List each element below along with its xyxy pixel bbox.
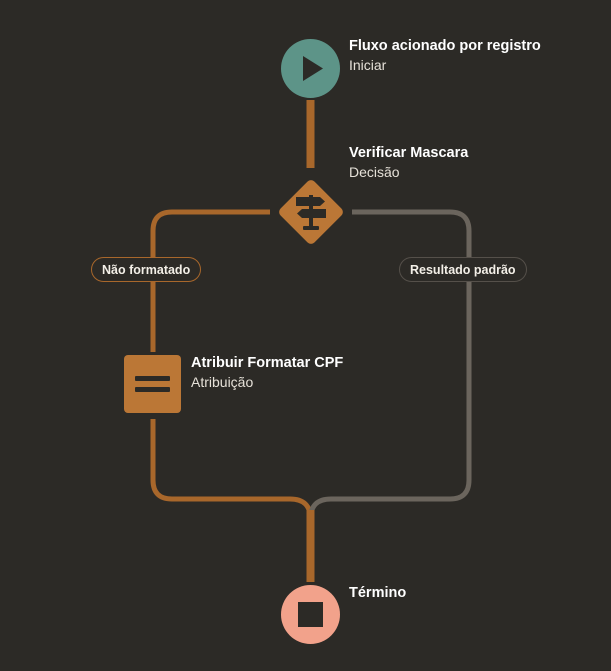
decision-node-subtitle: Decisão xyxy=(349,164,400,180)
assignment-node-title: Atribuir Formatar CPF xyxy=(191,355,344,371)
connector-right-branch[interactable] xyxy=(308,209,472,520)
assignment-node[interactable] xyxy=(124,355,181,413)
decision-node-title: Verificar Mascara xyxy=(349,145,469,161)
equals-icon xyxy=(124,355,181,413)
branch-label-resultado-padrao[interactable]: Resultado padrão xyxy=(399,257,527,282)
decision-node-label: Verificar Mascara Decisão xyxy=(349,144,468,182)
end-node-title: Término xyxy=(349,585,407,601)
connector-left-branch-top[interactable] xyxy=(150,209,270,352)
connector-left-branch-bottom[interactable] xyxy=(150,419,313,520)
start-node[interactable] xyxy=(281,39,340,98)
decision-node[interactable] xyxy=(270,171,352,253)
assignment-node-label: Atribuir Formatar CPF Atribuição xyxy=(191,354,343,392)
start-node-title: Fluxo acionado por registro xyxy=(349,38,541,54)
play-icon xyxy=(281,39,340,98)
assignment-node-subtitle: Atribuição xyxy=(191,374,254,390)
end-node-label: Término xyxy=(349,584,406,603)
start-node-label: Fluxo acionado por registro Iniciar xyxy=(349,37,541,75)
stop-icon xyxy=(281,585,340,644)
start-node-subtitle: Iniciar xyxy=(349,57,387,73)
signpost-icon xyxy=(279,180,343,244)
end-node[interactable] xyxy=(281,585,340,644)
branch-label-nao-formatado[interactable]: Não formatado xyxy=(91,257,202,282)
